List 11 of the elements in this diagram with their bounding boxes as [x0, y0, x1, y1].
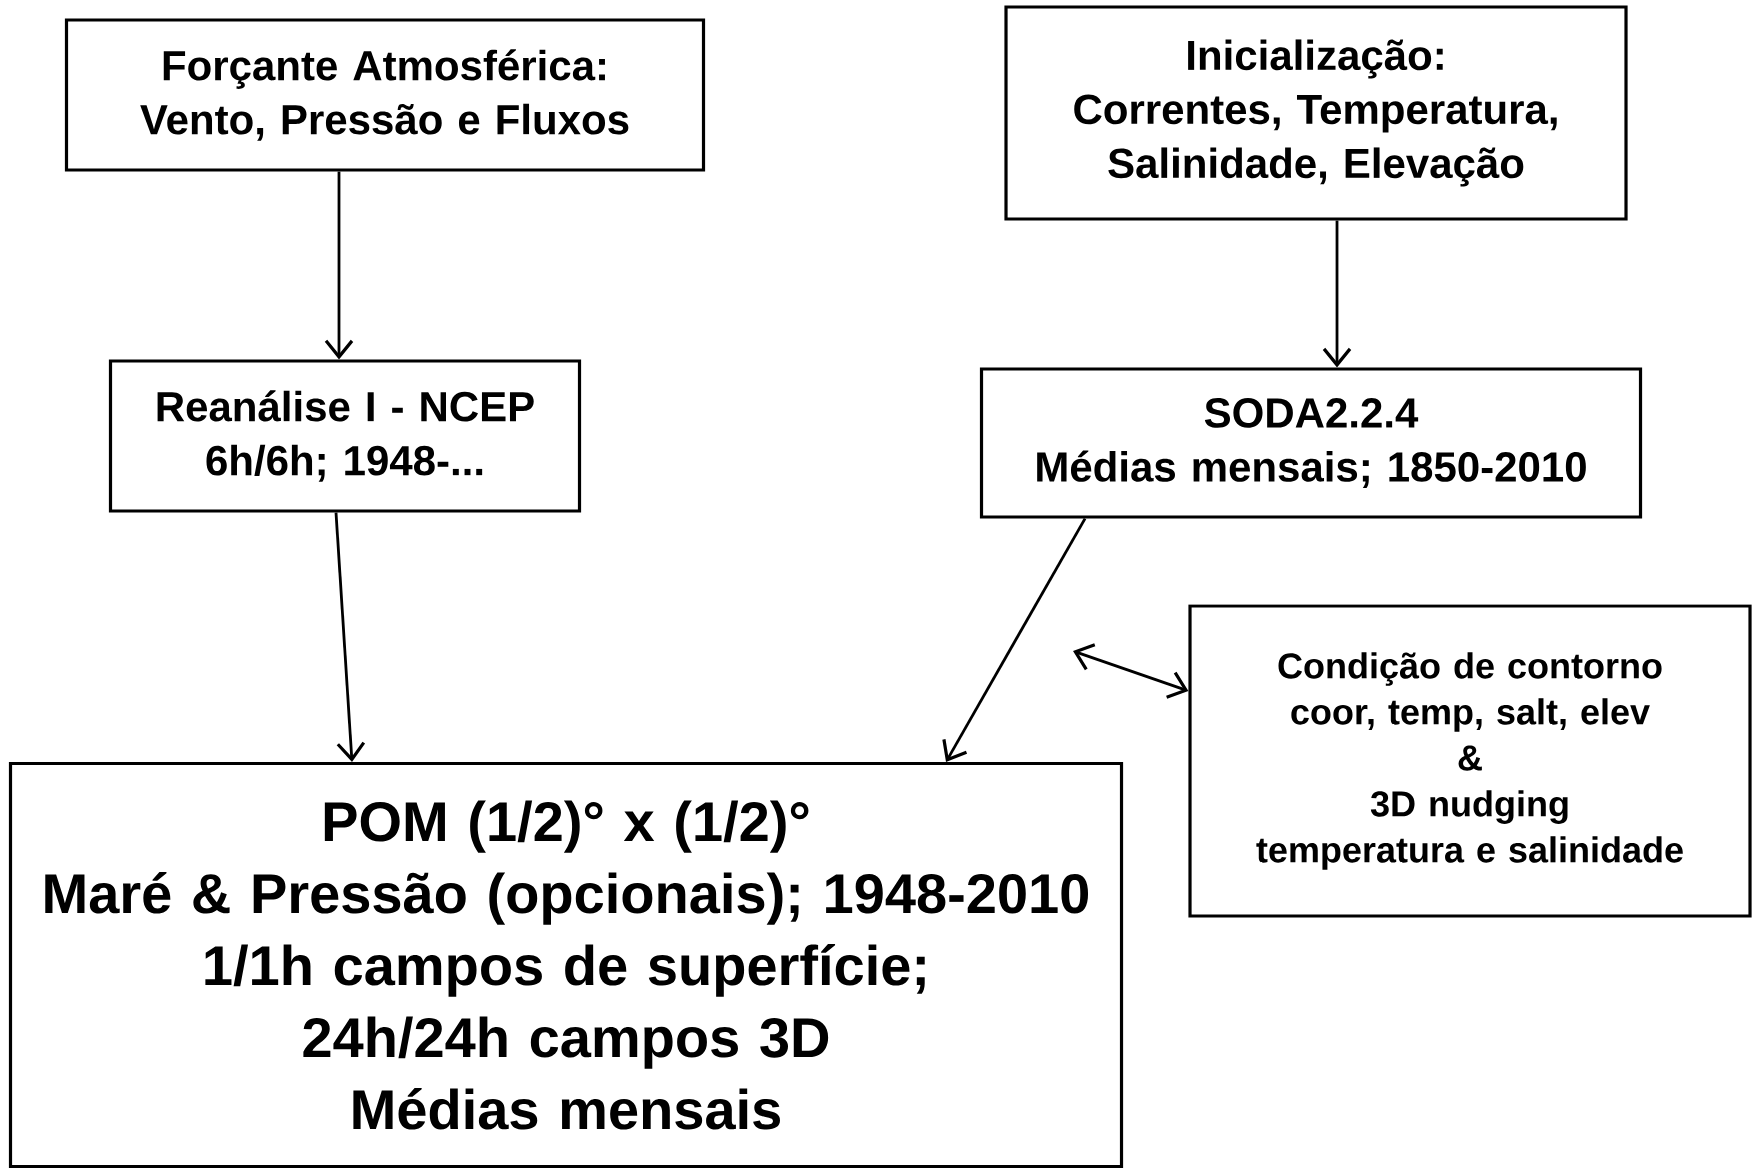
arrow [942, 517, 1087, 762]
arrow [1322, 220, 1352, 368]
text-box: Reanálise I - NCEP 6h/6h; 1948-... [108, 359, 582, 513]
arrow [1073, 643, 1189, 699]
text-box: Condição de contorno coor, temp, salt, elev & 3D nudging temperatura e salinidade [1188, 604, 1752, 918]
text-box: POM (1/2)° x (1/2)° Maré & Pressão (opcionais); 1948-2010 1/1h campos de superfície; 24h/24h campos 3D Médias mensais [8, 761, 1124, 1168]
text-box: Forçante Atmosférica: Vento, Pressão e Fluxos [64, 18, 706, 172]
text-box: SODA2.2.4 Médias mensais; 1850-2010 [979, 367, 1643, 519]
text-box: Inicialização: Correntes, Temperatura, Salinidade, Elevação [1004, 5, 1628, 221]
arrow [324, 171, 354, 360]
arrow [334, 512, 366, 762]
